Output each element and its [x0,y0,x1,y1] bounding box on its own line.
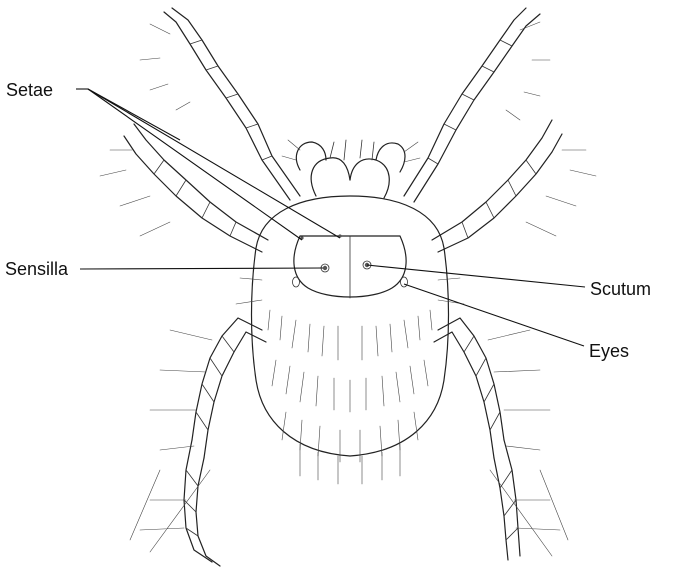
label-scutum: Scutum [590,280,651,298]
gnathosoma [282,140,420,198]
leg-hairs [100,22,596,556]
leg-second-left [124,124,268,252]
leg-third-left [192,318,266,458]
scutum-plate [294,234,406,298]
leg-front-left [164,8,300,200]
label-eyes: Eyes [589,342,629,360]
leg-fourth-left [184,440,220,566]
leg-third-right [434,318,504,458]
label-sensilla: Sensilla [5,260,68,278]
mite-legs [100,8,596,566]
label-setae: Setae [6,81,53,99]
leg-front-right [404,8,540,202]
leg-second-right [432,120,562,252]
leader-lines [76,89,585,346]
body-setae [236,278,464,484]
